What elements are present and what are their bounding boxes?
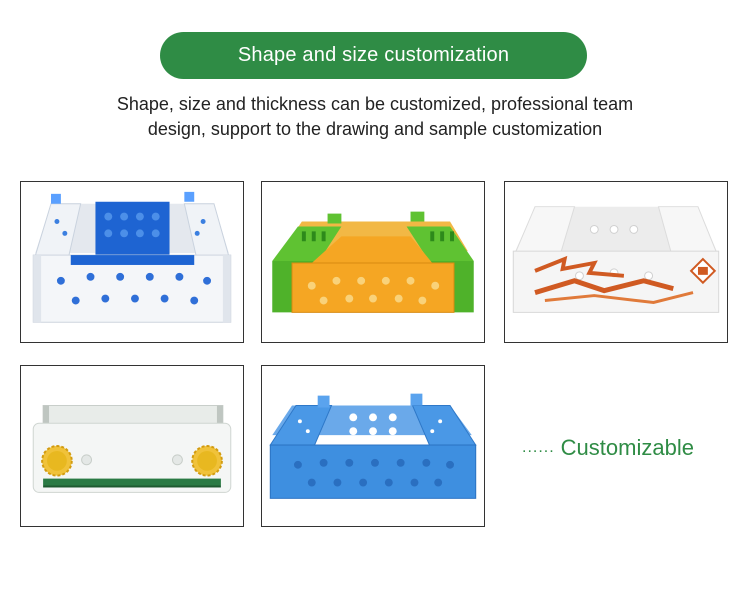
blue-crate-picture (269, 393, 477, 499)
product-image-sun-print-crate (20, 365, 244, 527)
sun-emblem-left (41, 445, 73, 477)
product-image-blue-crate (261, 365, 485, 527)
product-image-green-orange-crate (261, 181, 485, 343)
green-orange-crate-picture (272, 211, 474, 313)
section-description: Shape, size and thickness can be customi… (40, 92, 710, 142)
product-image-white-blue-crate (20, 181, 244, 343)
customizable-label: ...... Customizable (522, 433, 732, 463)
customizable-text: Customizable (560, 435, 694, 460)
printed-white-crate-picture (512, 206, 720, 313)
sun-emblem-right (191, 445, 223, 477)
description-line-1: Shape, size and thickness can be customi… (116, 94, 634, 114)
dotted-leader: ...... (522, 439, 555, 456)
product-image-printed-white-crate (504, 181, 728, 343)
description-line-2: design, support to the drawing and sampl… (147, 119, 603, 139)
sun-print-crate-picture (32, 405, 232, 493)
white-blue-crate-picture (32, 191, 232, 323)
section-title: Shape and size customization (237, 44, 510, 66)
section-title-banner: Shape and size customization (160, 32, 587, 79)
